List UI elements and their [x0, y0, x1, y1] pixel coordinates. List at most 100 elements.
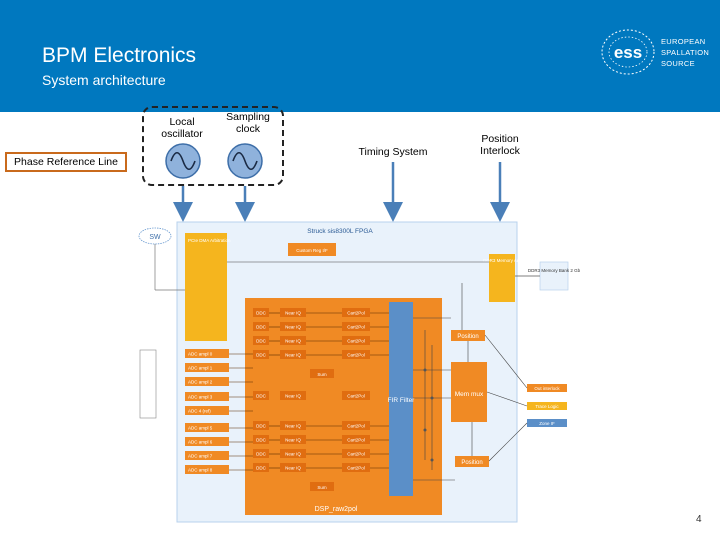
header-banner — [0, 0, 720, 112]
cart2pol-block — [342, 449, 370, 458]
logo-line-1: EUROPEAN — [661, 37, 706, 46]
position-interlock-label: Position Interlock — [480, 133, 520, 157]
adc-input-block — [185, 363, 229, 372]
sum-top-label: Sum — [317, 372, 327, 377]
page-number: 4 — [696, 514, 702, 525]
near-iq-label: Near IQ — [285, 339, 301, 344]
ddc-block — [253, 463, 269, 472]
cart2pol-label: Cart2Pol — [347, 466, 365, 471]
phase-reference-line: Phase Reference Line — [5, 152, 127, 172]
adc-input-block — [185, 423, 229, 432]
near-iq-label: Near IQ — [285, 438, 301, 443]
ddc-label: DDC — [256, 353, 266, 358]
adc-input-block — [185, 437, 229, 446]
cart2pol-label: Cart2Pol — [347, 438, 365, 443]
adc-input-block — [185, 377, 229, 386]
cart2pol-label: Cart2Pol — [347, 353, 365, 358]
near-iq-label: Near IQ — [285, 452, 301, 457]
near-iq-block — [280, 308, 306, 317]
cart2pol-block — [342, 421, 370, 430]
slide-title: BPM Electronics — [42, 44, 197, 67]
adc-input-block — [185, 465, 229, 474]
sum-top-block — [310, 369, 334, 378]
cart2pol-label: Cart2Pol — [347, 311, 365, 316]
adc-input-label: ADC ampl 5 — [188, 426, 213, 431]
near-iq-label: Near IQ — [285, 353, 301, 358]
adc-input-label: ADC ampl 1 — [188, 366, 213, 371]
trace-logic-block — [527, 402, 567, 410]
ddc-label: DDC — [256, 339, 266, 344]
signal-arrows — [173, 162, 510, 222]
cart2pol-block — [342, 391, 370, 400]
ddc-block — [253, 308, 269, 317]
adc-input-label: ADC ampl 3 — [188, 395, 213, 400]
pcie-dma-block — [185, 233, 227, 341]
adc-input-label: ADC 4 (ref) — [188, 409, 211, 414]
wiring — [227, 261, 528, 481]
adc-input-block — [185, 451, 229, 460]
ddc-label: DDC — [256, 452, 266, 457]
adc-input-label: ADC ampl 2 — [188, 380, 213, 385]
logo-line-2: SPALLATION — [661, 48, 710, 57]
ddc-block — [253, 391, 269, 400]
sw-cloud-icon: SW — [138, 227, 172, 245]
adc-input-label: ADC ampl 0 — [188, 352, 213, 357]
trace-logic-label: Trace Logic — [535, 404, 559, 409]
dsp-label: DSP_raw2pol — [315, 506, 358, 513]
logo-wordmark: EUROPEAN SPALLATION SOURCE — [661, 36, 709, 69]
custom-regs-block — [288, 243, 336, 256]
sampling-clock-icon — [227, 143, 263, 179]
oscillator-group — [142, 106, 284, 186]
interlock-label: Out interlock — [534, 386, 560, 391]
ddc-block — [253, 350, 269, 359]
sum-bottom-block — [310, 482, 334, 491]
cloud-label: SW — [149, 234, 161, 241]
interlock-block — [527, 384, 567, 392]
logo-mark: ess — [614, 43, 642, 62]
ddr-bank-label: DDR3 Memory Bank 2 Gb — [528, 268, 581, 273]
position-bottom-label: Position — [461, 460, 482, 466]
sum-bottom-label: Sum — [317, 485, 327, 490]
position-top-label: Position — [457, 334, 478, 340]
near-iq-label: Near IQ — [285, 325, 301, 330]
ddc-label: DDC — [256, 311, 266, 316]
cart2pol-block — [342, 435, 370, 444]
position-bottom-block — [455, 456, 489, 467]
near-iq-label: Near IQ — [285, 466, 301, 471]
sampling-clock-label: Sampling clock — [226, 111, 270, 135]
ddc-label: DDC — [256, 394, 266, 399]
ddc-block — [253, 449, 269, 458]
input-bracket — [139, 349, 157, 419]
ddc-label: DDC — [256, 424, 266, 429]
cart2pol-block — [342, 350, 370, 359]
cart2pol-label: Cart2Pol — [347, 424, 365, 429]
fir-filter-block — [389, 302, 413, 496]
cart2pol-block — [342, 463, 370, 472]
ddc-label: DDC — [256, 325, 266, 330]
mem-mux-label: Mem mux — [455, 391, 484, 398]
zone-block — [527, 419, 567, 427]
timing-system-label: Timing System — [358, 146, 428, 158]
cart2pol-label: Cart2Pol — [347, 339, 365, 344]
adc-input-label: ADC ampl 7 — [188, 454, 213, 459]
near-iq-block — [280, 463, 306, 472]
ddc-block — [253, 435, 269, 444]
fpga-board: Struck sis8300L FPGA SW PCIe DMA Arbitra… — [138, 221, 581, 523]
near-iq-label: Near IQ — [285, 311, 301, 316]
junction-dots — [423, 368, 434, 462]
custom-regs-label: Custom Reg I/F — [296, 248, 328, 253]
ddc-label: DDC — [256, 466, 266, 471]
fpga-title: Struck sis8300L FPGA — [307, 228, 373, 235]
cart2pol-block — [342, 336, 370, 345]
cart2pol-block — [342, 308, 370, 317]
adc-rows: ADC ampl 0 ADC ampl 1 ADC ampl 2 ADC ampl 3… — [185, 349, 253, 474]
ddr-arb-block — [489, 254, 515, 302]
ddc-label: DDC — [256, 438, 266, 443]
ddc-block — [253, 322, 269, 331]
near-iq-label: Near IQ — [285, 424, 301, 429]
ddr-bank-block — [539, 261, 569, 291]
pcie-dma-label: PCIe DMA Arbitration — [188, 238, 231, 243]
ddc-block — [253, 421, 269, 430]
cart2pol-block — [342, 322, 370, 331]
